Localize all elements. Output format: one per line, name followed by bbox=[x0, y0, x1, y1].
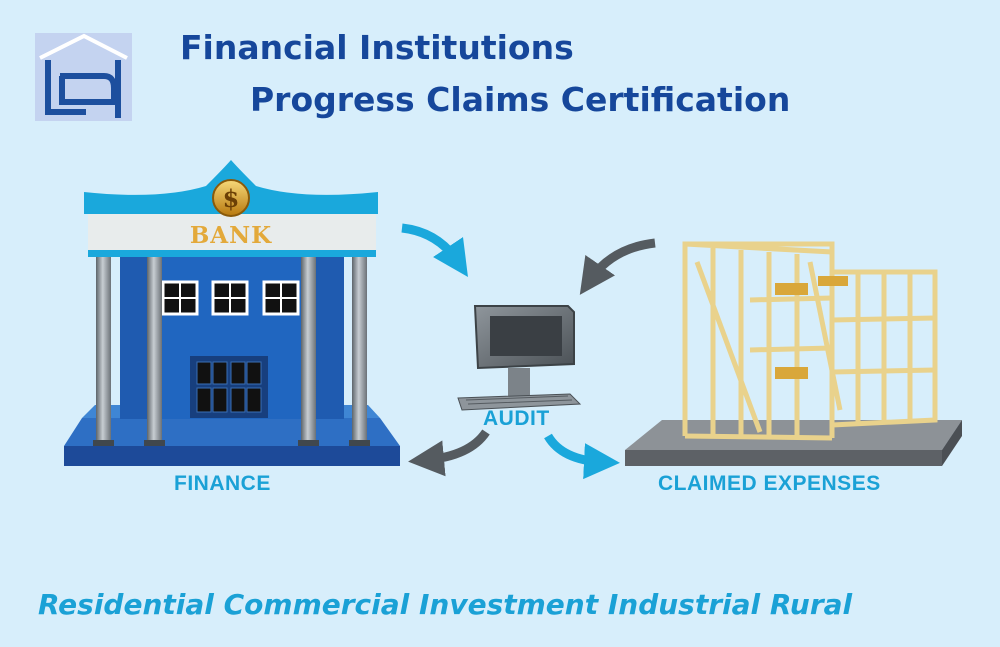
coin-symbol: $ bbox=[223, 184, 240, 213]
claimed-expenses-label: CLAIMED EXPENSES bbox=[658, 472, 881, 495]
computer-icon bbox=[457, 305, 582, 411]
arrow-expenses-to-audit bbox=[579, 238, 656, 295]
arrow-audit-to-expenses bbox=[544, 433, 620, 480]
house-logo-icon bbox=[35, 33, 132, 121]
title-line-2: Progress Claims Certification bbox=[250, 80, 791, 119]
bank-icon: $ BANK bbox=[64, 160, 400, 466]
audit-label: AUDIT bbox=[483, 407, 550, 430]
bank-sign-text: BANK bbox=[190, 222, 272, 249]
arrow-audit-to-finance bbox=[408, 429, 490, 477]
arrow-bank-to-audit bbox=[401, 223, 468, 277]
finance-label: FINANCE bbox=[174, 472, 271, 495]
footer-tagline: Residential Commercial Investment Indust… bbox=[38, 588, 853, 621]
timber-frame-icon bbox=[625, 241, 962, 466]
title-line-1: Financial Institutions bbox=[180, 28, 574, 67]
